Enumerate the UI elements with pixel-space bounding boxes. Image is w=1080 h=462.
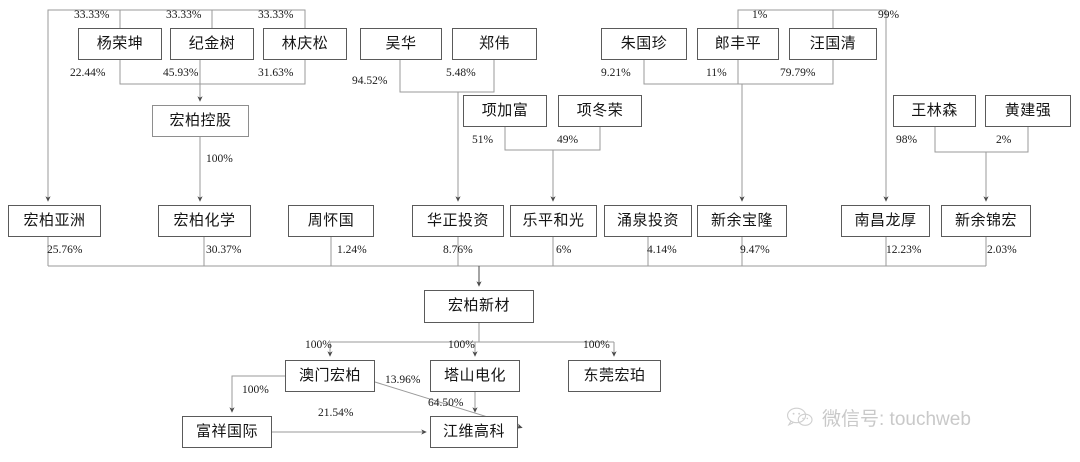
pct-label: 6% (556, 244, 572, 256)
node-wang-guo-qing[interactable]: 汪国清 (789, 28, 877, 60)
node-dongguan-hongpo[interactable]: 东莞宏珀 (568, 360, 661, 392)
node-zhou-huai-guo[interactable]: 周怀国 (288, 205, 374, 237)
pct-label: 94.52% (352, 75, 388, 87)
node-hongbai-holding[interactable]: 宏柏控股 (152, 105, 249, 137)
node-wu-hua[interactable]: 吴华 (360, 28, 442, 60)
pct-label: 1.24% (337, 244, 367, 256)
pct-label: 22.44% (70, 67, 106, 79)
pct-label: 64.50% (428, 397, 464, 409)
pct-label: 4.14% (647, 244, 677, 256)
pct-label: 100% (206, 153, 233, 165)
node-huazheng-investment[interactable]: 华正投资 (412, 205, 504, 237)
node-xiang-jia-fu[interactable]: 项加富 (463, 95, 547, 127)
node-hongbai-chemical[interactable]: 宏柏化学 (158, 205, 251, 237)
pct-label: 99% (878, 9, 900, 21)
pct-label: 8.76% (443, 244, 473, 256)
node-zheng-wei[interactable]: 郑伟 (452, 28, 537, 60)
node-yongquan-investment[interactable]: 涌泉投资 (604, 205, 692, 237)
node-lang-feng-ping[interactable]: 郎丰平 (697, 28, 779, 60)
pct-label: 13.96% (385, 374, 421, 386)
pct-label: 9.21% (601, 67, 631, 79)
watermark-text: 微信号: touchweb (822, 409, 971, 430)
pct-label: 12.23% (886, 244, 922, 256)
pct-label: 5.48% (446, 67, 476, 79)
pct-label: 2.03% (987, 244, 1017, 256)
pct-label: 31.63% (258, 67, 294, 79)
pct-label: 11% (706, 67, 727, 79)
node-xinyu-jinhong[interactable]: 新余锦宏 (941, 205, 1031, 237)
pct-label: 33.33% (166, 9, 202, 21)
pct-label: 98% (896, 134, 918, 146)
node-zhu-guo-zhen[interactable]: 朱国珍 (601, 28, 687, 60)
pct-label: 79.79% (780, 67, 816, 79)
pct-label: 30.37% (206, 244, 242, 256)
pct-label: 51% (472, 134, 494, 146)
pct-label: 1% (752, 9, 768, 21)
node-jiangwei-gaoke[interactable]: 江维高科 (430, 416, 518, 448)
node-ji-jin-shu[interactable]: 纪金树 (170, 28, 254, 60)
node-leping-heguang[interactable]: 乐平和光 (510, 205, 597, 237)
pct-label: 100% (305, 339, 332, 351)
node-wang-lin-sen[interactable]: 王林森 (893, 95, 976, 127)
pct-label: 25.76% (47, 244, 83, 256)
node-lin-qing-song[interactable]: 林庆松 (263, 28, 347, 60)
node-huang-jian-qiang[interactable]: 黄建强 (985, 95, 1071, 127)
node-macau-hongbai[interactable]: 澳门宏柏 (285, 360, 375, 392)
node-fuxiang-international[interactable]: 富祥国际 (182, 416, 272, 448)
watermark: 微信号: touchweb (786, 404, 971, 431)
node-hongbai-asia[interactable]: 宏柏亚洲 (8, 205, 101, 237)
node-xiang-dong-rong[interactable]: 项冬荣 (558, 95, 642, 127)
node-xinyu-baolong[interactable]: 新余宝隆 (697, 205, 787, 237)
node-nanchang-longhou[interactable]: 南昌龙厚 (841, 205, 930, 237)
pct-label: 21.54% (318, 407, 354, 419)
pct-label: 9.47% (740, 244, 770, 256)
pct-label: 45.93% (163, 67, 199, 79)
pct-label: 33.33% (74, 9, 110, 21)
pct-label: 2% (996, 134, 1012, 146)
pct-label: 49% (557, 134, 579, 146)
node-tashan-dianhua[interactable]: 塔山电化 (430, 360, 520, 392)
pct-label: 100% (583, 339, 610, 351)
node-yang-rong-kun[interactable]: 杨荣坤 (78, 28, 162, 60)
node-hongbai-xincai[interactable]: 宏柏新材 (424, 290, 534, 323)
pct-label: 100% (448, 339, 475, 351)
pct-label: 100% (242, 384, 269, 396)
wechat-icon (786, 406, 814, 430)
pct-label: 33.33% (258, 9, 294, 21)
